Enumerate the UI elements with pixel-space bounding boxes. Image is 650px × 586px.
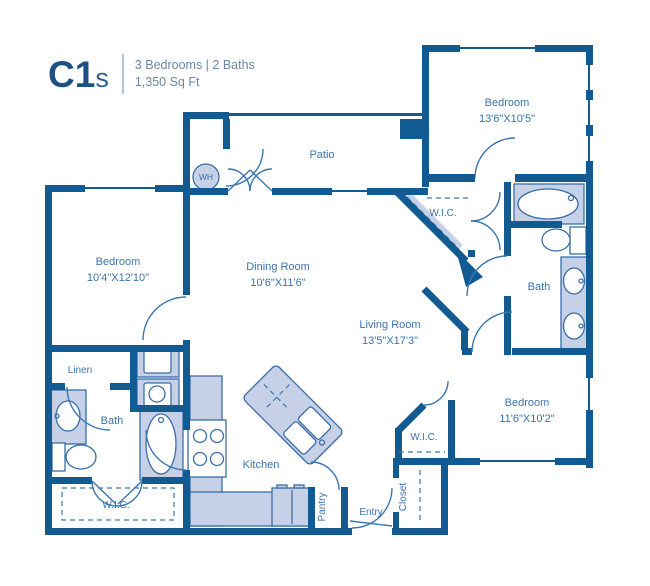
plan-code-main: C1 [48,53,96,95]
kitchen-island [243,365,343,465]
label-wh: WH [199,172,213,182]
stove [187,419,227,478]
bedroom-br-door [471,311,513,353]
dims-dining: 10'6"X11'6" [250,277,305,289]
wic-top-door-lower [470,220,501,251]
bath-left-fixtures [49,389,184,481]
header-divider [121,54,124,94]
label-pantry: Pantry [317,493,328,522]
linen-door [66,386,111,431]
sink-right-1 [562,267,586,295]
label-closet: Closet [398,483,409,512]
wic-bl-shelf [61,487,175,521]
walls [45,45,593,535]
sqft-label: 1,350 Sq Ft [134,75,200,89]
label-bath-right: Bath [528,281,551,293]
label-bedroom-tr: Bedroom [485,97,530,109]
plan-code-suffix: s [95,62,109,93]
tub-right [517,188,579,220]
wh-closet-door [225,148,264,187]
plan-meta: 3 Bedrooms | 2 Baths 1,350 Sq Ft [135,57,255,91]
label-bedroom-br: Bedroom [505,397,550,409]
plan-header: C1s 3 Bedrooms | 2 Baths 1,350 Sq Ft [48,54,255,94]
wic-bl-door-left [91,480,118,507]
bedroom-tr-door [474,137,516,179]
label-patio: Patio [309,149,334,161]
bath-right-fixtures [513,183,588,350]
bath-right-door [466,255,508,297]
dims-bedroom-left: 10'4"X12'10" [87,272,149,284]
toilet-left-tank [51,442,66,472]
bedroom-left-door [142,296,187,341]
dims-living: 13'5"X17'3" [362,335,418,347]
toilet-right-tank [569,226,587,255]
wic-top-rod [397,187,463,253]
pantry-door [310,461,340,491]
sink-left [55,400,81,432]
label-entry: Entry [359,507,382,518]
label-linen: Linen [68,365,92,376]
dims-bedroom-br: 11'6"X10'2" [499,413,554,425]
entry-door [351,487,393,529]
dims-bedroom-tr: 13'6"X10'5" [479,113,535,125]
label-living: Living Room [359,319,420,331]
island-sink-bowl-1 [297,406,332,440]
island-sink-bowl-2 [282,421,317,455]
toilet-right-bowl [541,228,571,252]
sink-right-2 [562,312,586,340]
plan-code: C1s [48,56,109,93]
bath-left-door [145,429,187,471]
wic-br-door [423,380,449,406]
toilet-left-bowl [65,444,97,470]
tub-left [145,413,177,475]
wic-bl-door-right [116,480,143,507]
washer-dryer-stack [136,345,180,411]
label-wic-br: W.I.C. [410,432,437,443]
label-bath-left: Bath [101,415,124,427]
doors-and-details [61,137,516,529]
room-labels: Patio WH Bedroom 13'6"X10'5" W.I.C. Bath… [68,97,555,521]
kitchen-fixtures [187,365,343,527]
wic-top-door-upper [470,191,501,222]
label-bedroom-left: Bedroom [96,256,141,268]
label-dining: Dining Room [246,261,310,273]
label-wic-bl: W.I.C. [102,500,129,511]
label-wic-top: W.I.C. [429,208,456,219]
beds-baths-label: 3 Bedrooms | 2 Baths [134,58,255,73]
label-kitchen: Kitchen [243,459,280,471]
